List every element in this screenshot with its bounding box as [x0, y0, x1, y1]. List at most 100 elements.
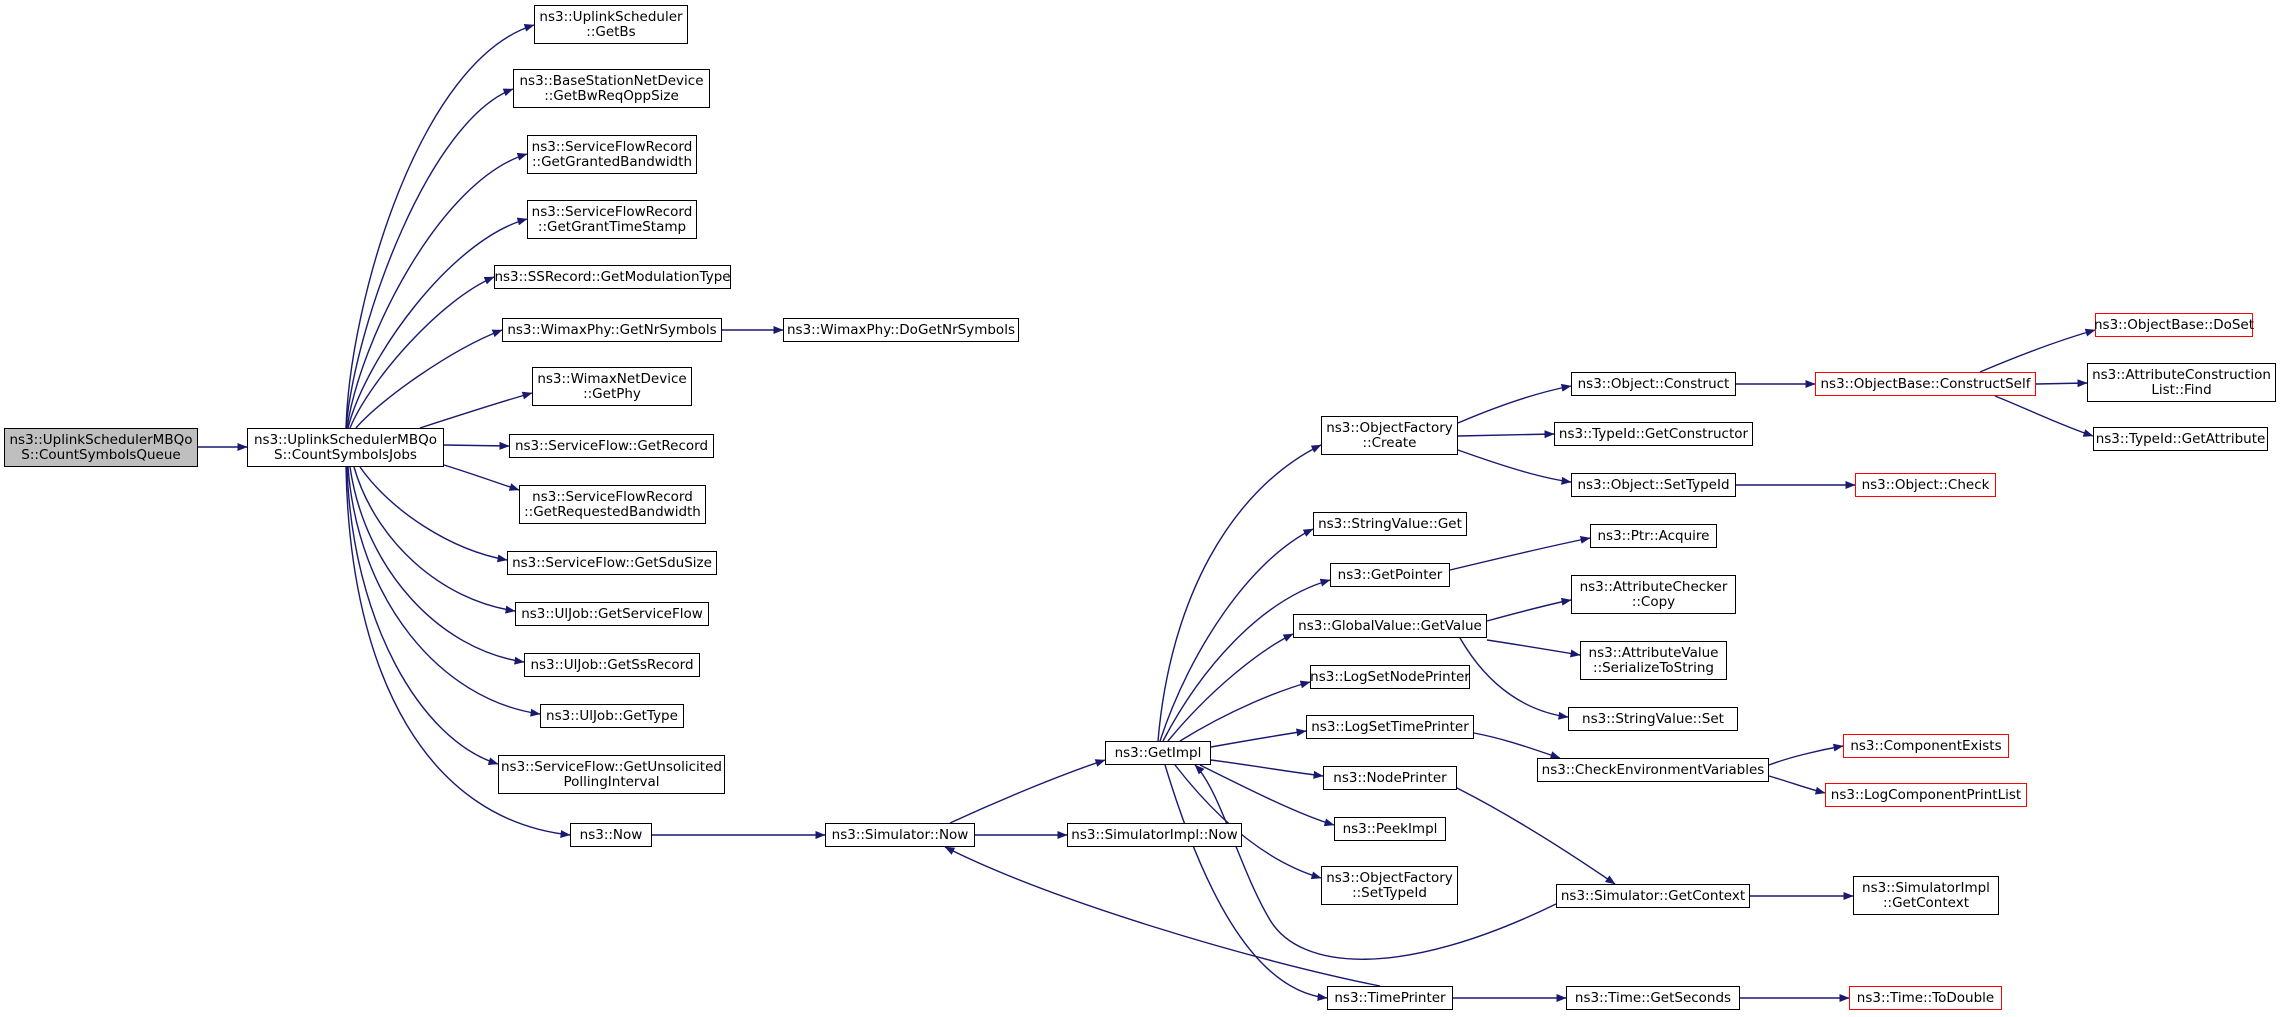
node-label-line: ns3::TimePrinter [1334, 989, 1446, 1006]
node-label-line: ns3::ObjectFactory [1326, 419, 1453, 436]
node-label-line: ns3::AttributeConstruction [2092, 366, 2271, 383]
node-serviceflow-getrecord[interactable]: ns3::ServiceFlow::GetRecord [509, 434, 714, 458]
node-label-line: ns3::LogSetNodePrinter [1310, 668, 1470, 685]
node-getpointer[interactable]: ns3::GetPointer [1330, 563, 1450, 587]
node-label-line: ns3::SimulatorImpl::Now [1071, 826, 1238, 843]
node-timeprinter[interactable]: ns3::TimePrinter [1327, 986, 1453, 1010]
node-label-line: ns3::PeekImpl [1342, 820, 1438, 837]
node-label-line: ns3::UlJob::GetSsRecord [530, 656, 694, 673]
node-label-line: S::CountSymbolsQueue [21, 446, 181, 463]
edge-n20-to-n26 [1179, 680, 1311, 742]
node-simulatorimpl-now[interactable]: ns3::SimulatorImpl::Now [1067, 823, 1242, 847]
node-nodeprinter[interactable]: ns3::NodePrinter [1323, 766, 1457, 790]
node-object-settypeid[interactable]: ns3::Object::SetTypeId [1571, 473, 1736, 497]
node-simulator-now[interactable]: ns3::Simulator::Now [825, 823, 975, 847]
node-checkenvironmentvariables[interactable]: ns3::CheckEnvironmentVariables [1537, 758, 1769, 782]
node-label-line: ns3::LogComponentPrintList [1830, 786, 2022, 803]
node-label-line: ns3::Simulator::Now [831, 826, 969, 843]
node-label-line: PollingInterval [563, 773, 660, 790]
node-uljob-gettype[interactable]: ns3::UlJob::GetType [540, 704, 684, 728]
node-label-line: ns3::ObjectFactory [1326, 869, 1453, 886]
node-objectbase-doset[interactable]: ns3::ObjectBase::DoSet [2093, 313, 2255, 337]
node-label-line: ns3::SSRecord::GetModulationType [494, 268, 731, 285]
node-logsetnodeprinter[interactable]: ns3::LogSetNodePrinter [1310, 665, 1470, 689]
node-getmodulationtype[interactable]: ns3::SSRecord::GetModulationType [494, 265, 731, 289]
node-objectfactory-settypeid[interactable]: ns3::ObjectFactory::SetTypeId [1321, 866, 1458, 905]
edge-n20-to-n27 [1210, 728, 1307, 748]
edge-n20-to-n24 [1162, 578, 1331, 742]
node-time-todouble[interactable]: ns3::Time::ToDouble [1849, 986, 2002, 1010]
edge-n2-to-n11 [443, 441, 510, 450]
node-label-line: ns3::ComponentExists [1850, 737, 2002, 754]
node-wimaxphy-getnrsymbols[interactable]: ns3::WimaxPhy::GetNrSymbols [502, 318, 722, 342]
node-logsettimeprinter[interactable]: ns3::LogSetTimePrinter [1306, 715, 1474, 739]
node-uljob-getssrecord[interactable]: ns3::UlJob::GetSsRecord [524, 653, 700, 677]
node-uplinkscheduler-getbs[interactable]: ns3::UplinkScheduler::GetBs [534, 5, 688, 44]
node-label-line: ns3::UlJob::GetType [546, 707, 678, 724]
edge-n2-to-n8 [355, 329, 503, 429]
node-serviceflow-getsdusize[interactable]: ns3::ServiceFlow::GetSduSize [507, 551, 717, 575]
node-stringvalue-get[interactable]: ns3::StringValue::Get [1313, 512, 1467, 536]
node-label-line: ns3::ServiceFlow::GetUnsolicited [501, 758, 722, 775]
node-peekimpl[interactable]: ns3::PeekImpl [1334, 817, 1446, 841]
node-label-line: ns3::Time::ToDouble [1856, 989, 1995, 1006]
node-getrequestedbandwidth[interactable]: ns3::ServiceFlowRecord::GetRequestedBand… [519, 485, 706, 524]
node-ns3-now[interactable]: ns3::Now [570, 823, 652, 847]
node-stringvalue-set[interactable]: ns3::StringValue::Set [1568, 707, 1738, 731]
edge-n2-to-n10 [419, 391, 533, 429]
node-simulatorimpl-getcontext[interactable]: ns3::SimulatorImpl::GetContext [1853, 876, 1999, 915]
node-label-line: ns3::ServiceFlowRecord [532, 488, 693, 505]
node-getbwreqoppsize[interactable]: ns3::BaseStationNetDevice::GetBwReqOppSi… [513, 69, 710, 108]
node-label-line: ns3::UplinkSchedulerMBQo [9, 431, 193, 448]
node-label-line: ns3::ObjectBase::DoSet [2093, 316, 2255, 333]
edge-n42-to-n50 [1994, 395, 2094, 437]
node-objectfactory-create[interactable]: ns3::ObjectFactory::Create [1321, 416, 1458, 455]
edge-n2-to-n6 [347, 217, 528, 429]
node-wimaxnetdevice-getphy[interactable]: ns3::WimaxNetDevice::GetPhy [532, 367, 692, 406]
node-getgranttimestamp[interactable]: ns3::ServiceFlowRecord::GetGrantTimeStam… [527, 200, 697, 239]
node-label-line: ns3::GlobalValue::GetValue [1298, 617, 1482, 634]
node-label-line: ns3::TypeId::GetAttribute [2095, 430, 2266, 447]
node-label-line: ns3::TypeId::GetConstructor [1558, 425, 1749, 442]
node-objectbase-constructself[interactable]: ns3::ObjectBase::ConstructSelf [1815, 372, 2036, 396]
node-attributechecker-copy[interactable]: ns3::AttributeChecker::Copy [1571, 575, 1736, 614]
node-label-line: ns3::Now [579, 826, 643, 843]
node-attributevalue-serializetostring[interactable]: ns3::AttributeValue::SerializeToString [1580, 641, 1727, 680]
node-label-line: ns3::Object::Check [1861, 476, 1990, 493]
node-object-construct[interactable]: ns3::Object::Construct [1571, 372, 1736, 396]
node-typeid-getattribute[interactable]: ns3::TypeId::GetAttribute [2093, 427, 2268, 451]
node-ptr-acquire[interactable]: ns3::Ptr::Acquire [1590, 524, 1717, 548]
node-globalvalue-getvalue[interactable]: ns3::GlobalValue::GetValue [1293, 614, 1487, 638]
node-object-check[interactable]: ns3::Object::Check [1855, 473, 1996, 497]
edge-n20-to-n28 [1210, 759, 1324, 779]
node-getgrantedbandwidth[interactable]: ns3::ServiceFlowRecord::GetGrantedBandwi… [527, 135, 697, 174]
node-getimpl[interactable]: ns3::GetImpl [1105, 741, 1211, 765]
edge-n22-to-n32 [1457, 383, 1572, 424]
edge-n22-to-n34 [1457, 449, 1572, 485]
node-typeid-getconstructor[interactable]: ns3::TypeId::GetConstructor [1554, 422, 1753, 446]
node-wimaxphy-dogetnrsymbols[interactable]: ns3::WimaxPhy::DoGetNrSymbols [783, 318, 1019, 342]
node-label-line: ns3::ObjectBase::ConstructSelf [1820, 375, 2031, 392]
edge-n22-to-n33 [1457, 430, 1555, 439]
node-label-line: ::SerializeToString [1593, 659, 1714, 676]
node-label-line: ns3::UplinkScheduler [539, 8, 683, 25]
edge-n28-to-n40 [1456, 787, 1616, 885]
node-label-line: S::CountSymbolsJobs [274, 446, 417, 463]
node-componentexists[interactable]: ns3::ComponentExists [1843, 734, 2009, 758]
node-label-line: ns3::UplinkSchedulerMBQo [254, 431, 437, 448]
node-simulator-getcontext[interactable]: ns3::Simulator::GetContext [1556, 884, 1750, 908]
node-uljob-getserviceflow[interactable]: ns3::UlJob::GetServiceFlow [515, 602, 709, 626]
node-time-getseconds[interactable]: ns3::Time::GetSeconds [1566, 986, 1740, 1010]
edge-n20-to-n22 [1157, 444, 1322, 742]
edge-n20-to-n29 [1199, 764, 1335, 827]
node-label-line: ns3::WimaxNetDevice [537, 370, 687, 387]
node-label-line: ::SetTypeId [1352, 884, 1427, 901]
node-logcomponentprintlist[interactable]: ns3::LogComponentPrintList [1825, 783, 2027, 807]
node-label-line: ::Create [1362, 434, 1417, 451]
edge-n20-to-n25 [1167, 633, 1294, 742]
node-label-line: ns3::GetPointer [1337, 566, 1443, 583]
